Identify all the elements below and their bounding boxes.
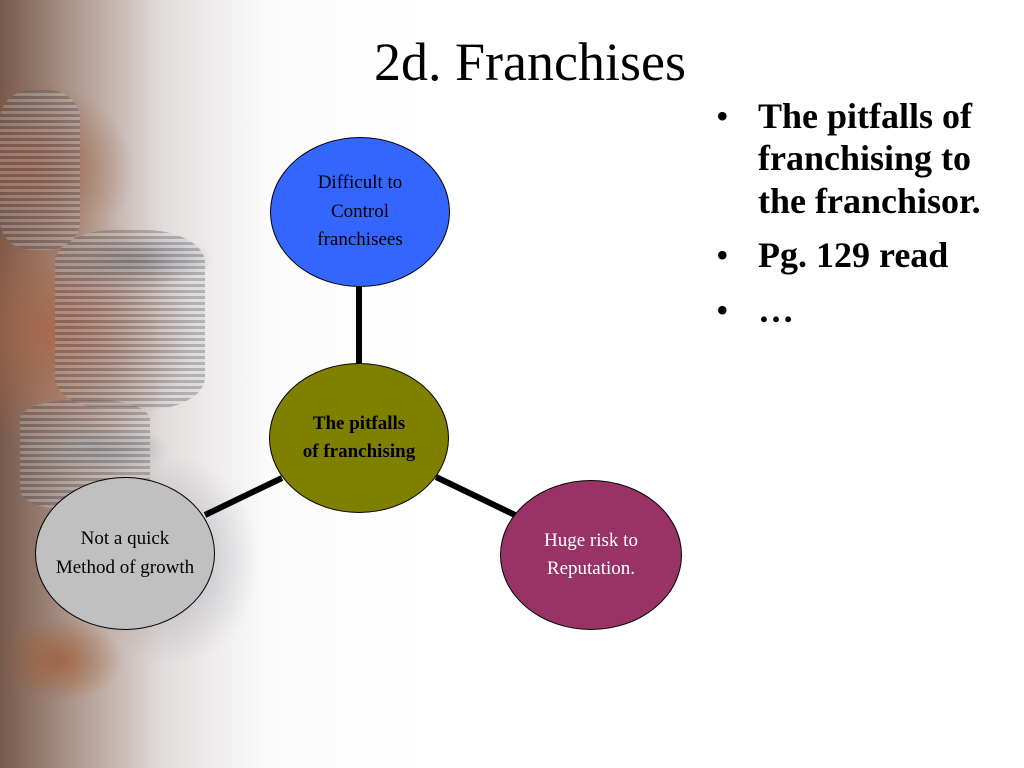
bullet-list: • The pitfalls of franchising to the fran… [710,95,1010,343]
bullet-marker: • [716,235,729,276]
bullet-text: … [758,289,794,330]
node-text-line: franchisees [317,229,403,251]
bullet-item: • Pg. 129 read [710,234,1010,276]
bullet-text: Pg. 129 read [758,235,949,276]
node-text-line: Difficult to [317,172,403,194]
bullet-item: • The pitfalls of franchising to the fran… [710,95,1010,222]
pitfall-node-growth: Not a quick Method of growth [35,477,215,630]
pitfall-node-reputation: Huge risk to Reputation. [500,480,682,630]
central-node-pitfalls: The pitfalls of franchising [269,363,449,513]
slide-title: 2d. Franchises [374,32,686,92]
node-text-line: Reputation. [546,558,636,579]
connector-right [434,474,517,518]
bullet-marker: • [716,96,729,136]
node-text-line: Not a quick [80,528,170,549]
coin-stack-decoration [0,90,80,250]
bullet-item: •… [710,289,1010,331]
bullet-marker: • [716,289,729,330]
coin-stack-decoration [55,230,205,410]
node-text-line: Huge risk to [544,529,638,551]
node-text-line: The pitfalls [312,412,406,434]
node-text-line: Method of growth [55,556,195,578]
connector-left [203,475,284,518]
node-text-line: Control [330,200,390,222]
bullet-text: The pitfalls of franchising to the franc… [758,96,981,221]
pitfall-node-control: Difficult to Control franchisees [270,137,450,287]
node-text-line: of franchising [302,441,416,462]
